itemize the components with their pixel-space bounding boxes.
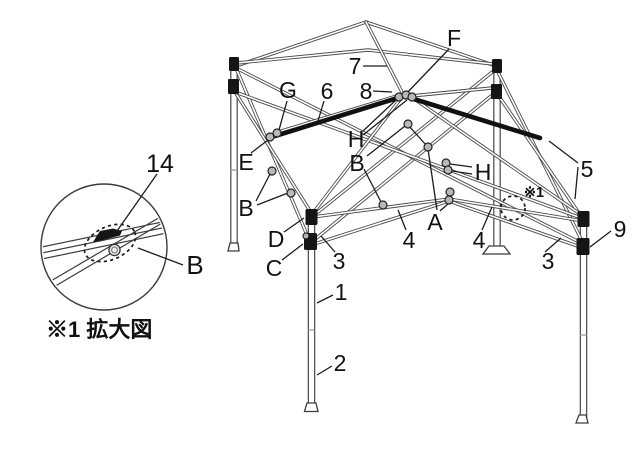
connector-dot (265, 132, 275, 142)
leader-d (283, 217, 305, 233)
ref-circle-main (500, 195, 526, 221)
detail-bolt-part-b (108, 243, 121, 257)
leader-b-lower (255, 173, 271, 202)
leader-14 (116, 173, 158, 232)
corner-bracket-front-right (577, 211, 590, 227)
leader-3-right (544, 237, 562, 253)
leader-9 (589, 230, 612, 248)
detail-bar-line (43, 226, 165, 254)
connector-dot (444, 195, 454, 205)
leader-8 (372, 90, 393, 93)
leader-h-left (362, 99, 408, 136)
label-detail-b: B (186, 250, 203, 280)
frame-truss-bars (233, 20, 586, 250)
connector-dot (286, 188, 296, 198)
bracket-rear-left (228, 79, 239, 94)
label-2: 2 (334, 350, 347, 376)
pole-cap-rear-left (229, 57, 239, 71)
label-c: C (266, 255, 283, 281)
leader-4-right (481, 206, 493, 231)
label-7: 7 (349, 53, 362, 79)
leader-detail-b (137, 247, 184, 266)
label-8: 8 (360, 78, 373, 104)
label-h-right: H (475, 159, 492, 185)
leg-foot-front-left (303, 402, 319, 413)
connector-dot (443, 165, 453, 175)
corner-bracket-front-left (305, 209, 318, 225)
detail-bar-line (43, 212, 165, 286)
leader-connector-chain (427, 148, 438, 211)
label-4-right: 4 (473, 227, 486, 253)
leader-connector-chain (408, 125, 427, 146)
label-3-left: 3 (333, 248, 346, 274)
leader-h-right (449, 163, 473, 168)
label-5: 5 (581, 156, 594, 182)
leader-h-left (362, 99, 397, 132)
connector-dot (378, 200, 388, 210)
leader-b-upper (366, 125, 406, 157)
leader-5 (548, 140, 579, 164)
detail-bar-line (43, 232, 165, 260)
detail-ref-ellipse (83, 223, 137, 263)
detail-bracket-part-14 (93, 228, 122, 242)
detail-bar-line (46, 218, 165, 292)
label-1: 1 (335, 279, 348, 305)
label-6: 6 (321, 78, 334, 104)
leader-4-left (397, 209, 407, 231)
label-f: F (447, 25, 461, 51)
leg-foot-rear-left (227, 242, 240, 252)
detail-bolt-inner (111, 246, 118, 254)
connector-dot (423, 142, 433, 152)
leader-h-right (451, 170, 473, 175)
leader-g (278, 100, 288, 131)
label-g: G (279, 77, 297, 103)
connector-dot (407, 92, 417, 102)
connector-dot (403, 119, 413, 129)
pole-cap-rear-right (492, 59, 502, 73)
slider-bracket-front-right (576, 238, 590, 255)
leader-3-left (320, 235, 336, 253)
label-4-left: 4 (403, 227, 416, 253)
part-labels: F 7 8 G 6 E H B H A B D C 5 9 3 3 1 2 4 … (238, 25, 626, 376)
detail-view: 14 B ※1 拡大図 (40, 150, 204, 342)
label-3-right: 3 (542, 248, 555, 274)
label-a: A (427, 209, 443, 235)
connector-dot (445, 187, 455, 197)
callout-lines (250, 48, 612, 376)
leader-6 (317, 100, 325, 122)
detail-caption: ※1 拡大図 (46, 317, 152, 342)
leader-5 (574, 166, 579, 200)
leader-b-upper (363, 168, 382, 203)
frame-brackets (228, 57, 590, 255)
leader-1 (316, 294, 334, 304)
detail-circle (40, 183, 168, 311)
label-d: D (268, 226, 285, 252)
label-14: 14 (146, 150, 174, 178)
label-e: E (238, 149, 253, 175)
label-h-left: H (348, 126, 365, 152)
label-b-lower: B (238, 195, 253, 221)
label-ref-note: ※1 (524, 185, 544, 201)
leg-details (227, 169, 589, 424)
connector-dots (265, 90, 455, 240)
label-b-upper: B (349, 150, 364, 176)
leader-c (281, 243, 304, 261)
leg-footplate-rear-right (481, 245, 512, 255)
leg-foot-front-right (575, 414, 589, 424)
leader-2 (316, 365, 333, 376)
label-9: 9 (614, 216, 627, 242)
bracket-rear-right (491, 84, 502, 99)
leader-b-lower (256, 192, 289, 206)
slider-pin (302, 232, 310, 240)
leader-f (404, 48, 450, 96)
connector-dot (272, 128, 282, 138)
connector-dot (267, 166, 277, 176)
leader-e (250, 139, 269, 154)
